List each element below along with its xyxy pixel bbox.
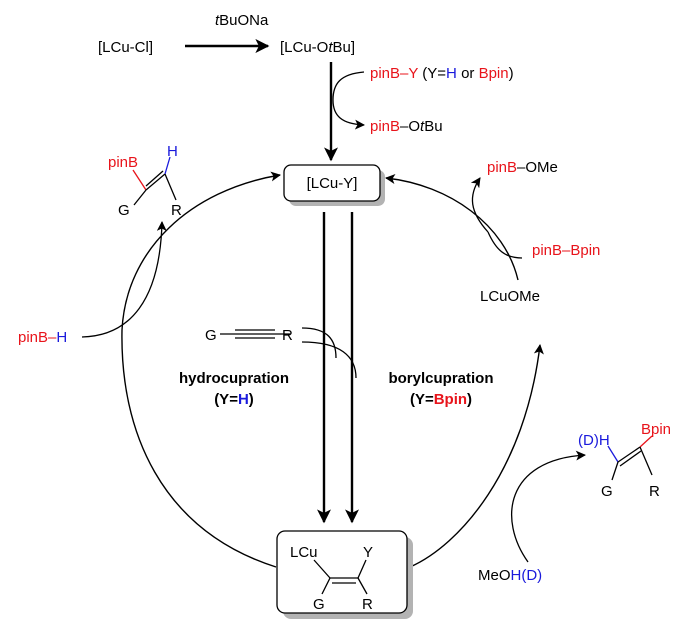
reagent-in-curve — [332, 71, 365, 101]
vinylcopper-box — [276, 530, 408, 614]
vinylcopper-intermediate: LCu Y G R — [290, 544, 373, 613]
right-product-dh: (D)H — [578, 432, 610, 449]
cu-methoxide-intermediate: LCuOMe — [480, 288, 540, 305]
alkyne-substrate: G R — [205, 327, 293, 344]
hydrocupration-label: hydrocupration — [179, 370, 289, 387]
alkyne-join-right — [301, 341, 357, 379]
right-cycle-arc-upper — [385, 174, 519, 281]
alkyne-join-left — [301, 327, 337, 359]
tbuona-reagent: tBuONa — [215, 12, 269, 29]
pinb-otbu-byproduct: pinB–OtBu — [370, 118, 443, 135]
borylcupration-label: borylcupration — [388, 370, 493, 387]
vinylcopper-lcu: LCu — [290, 544, 318, 561]
hydrocupration-condition: (Y=H) — [214, 391, 254, 408]
pinb-h-reagent: pinB–H — [18, 329, 67, 346]
byproduct-out-curve — [332, 99, 365, 130]
left-cycle-arc — [121, 171, 281, 568]
pinb-ome-out-curve — [470, 177, 489, 233]
left-product-g: G — [118, 202, 130, 219]
alkyne-g: G — [205, 327, 217, 344]
borylcupration-condition: (Y=Bpin) — [410, 391, 472, 408]
hydroboration-product-arrow — [81, 221, 167, 338]
b2pin2-reagent: pinB–Bpin — [532, 242, 600, 259]
catalyst-label: [LCu-Y] — [307, 175, 358, 192]
pinb-y-reagent: pinB–Y (Y=H or Bpin) — [370, 65, 514, 82]
right-product-g: G — [601, 483, 613, 500]
protonation-product-arrow — [511, 450, 586, 563]
vinylcopper-y: Y — [363, 544, 373, 561]
cucl-precatalyst: [LCu-Cl] — [98, 39, 153, 56]
right-product-bpin: Bpin — [641, 421, 671, 438]
b2pin2-in-curve — [487, 231, 523, 259]
right-cycle-arc-lower — [409, 344, 544, 568]
methanol-reagent: MeOH(D) — [478, 567, 542, 584]
vinylcopper-g: G — [313, 596, 325, 613]
hydroboration-product: pinB H G R — [108, 143, 182, 219]
right-product-r: R — [649, 483, 660, 500]
left-product-boron: pinB — [108, 154, 138, 171]
vinylcopper-r: R — [362, 596, 373, 613]
borylated-alkene-product: (D)H Bpin G R — [578, 421, 671, 500]
left-product-hydrogen: H — [167, 143, 178, 160]
alkyne-r: R — [282, 327, 293, 344]
left-product-r: R — [171, 202, 182, 219]
catalyst-box — [283, 164, 381, 202]
pinb-ome-byproduct: pinB–OMe — [487, 159, 558, 176]
cu-otbu-complex: [LCu-OtBu] — [280, 39, 355, 56]
